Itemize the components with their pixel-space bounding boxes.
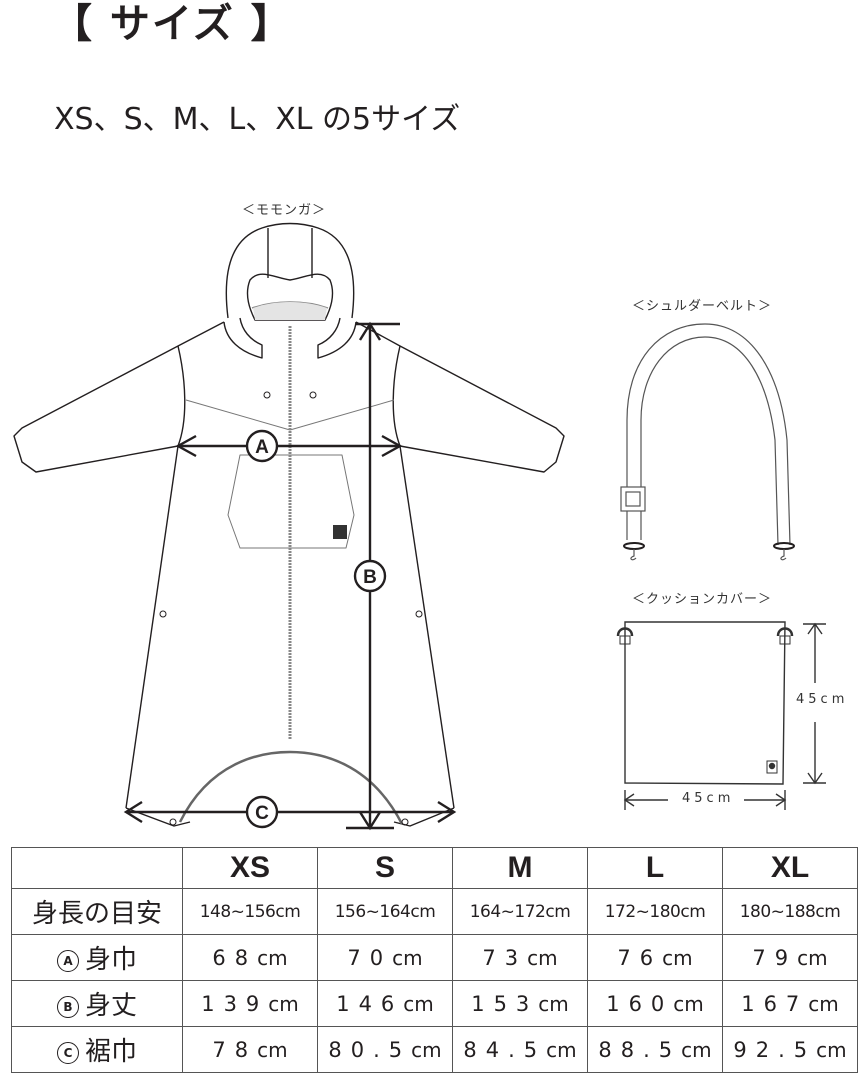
marker-a-icon: A	[56, 949, 79, 972]
dimension-a-arrow	[175, 434, 403, 458]
row-label-height-guide: 身長の目安	[11, 888, 183, 935]
table-cell: 79cm	[722, 934, 858, 981]
marker-b-icon: B	[353, 559, 387, 593]
table-header-row: XS S M L XL	[11, 847, 858, 889]
table-cell: 164~172cm	[452, 888, 588, 935]
shoulder-belt-label: ＜シュルダーベルト＞	[632, 299, 773, 314]
table-cell: 92.5cm	[722, 1026, 858, 1073]
marker-c-icon: C	[56, 1041, 79, 1064]
table-cell: 146cm	[317, 980, 453, 1027]
size-table: XS S M L XL 身長の目安 148~156cm 156~164cm 16…	[11, 847, 858, 1073]
table-cell: 139cm	[182, 980, 318, 1027]
svg-text:A: A	[255, 437, 269, 458]
table-header-s: S	[317, 847, 453, 889]
marker-c-icon: C	[245, 795, 279, 829]
cushion-cover-label: ＜クッションカバー＞	[632, 592, 773, 607]
table-cell: 68cm	[182, 934, 318, 981]
page-title: 【 サイズ 】	[52, 1, 293, 47]
table-cell: 153cm	[452, 980, 588, 1027]
table-cell: 88.5cm	[587, 1026, 723, 1073]
table-cell: 156~164cm	[317, 888, 453, 935]
table-header-blank	[11, 847, 183, 889]
cushion-dimension-arrows	[623, 622, 826, 810]
table-header-xs: XS	[182, 847, 318, 889]
table-cell: 70cm	[317, 934, 453, 981]
table-cell: 180~188cm	[722, 888, 858, 935]
dimension-c-arrow	[123, 800, 457, 824]
svg-text:B: B	[363, 567, 377, 588]
table-row: 身長の目安 148~156cm 156~164cm 164~172cm 172~…	[11, 888, 858, 935]
table-cell: 172~180cm	[587, 888, 723, 935]
table-cell: 167cm	[722, 980, 858, 1027]
table-cell: 80.5cm	[317, 1026, 453, 1073]
shoulder-belt-drawing	[620, 323, 795, 561]
table-cell: 73cm	[452, 934, 588, 981]
marker-b-icon: B	[56, 995, 79, 1018]
table-header-m: M	[452, 847, 588, 889]
table-cell: 84.5cm	[452, 1026, 588, 1073]
size-summary: XS、S、M、L、XL の5サイズ	[54, 102, 461, 137]
garment-label: ＜モモンガ＞	[242, 203, 327, 218]
cushion-height-dimension: 45cm	[796, 692, 849, 707]
table-cell: 148~156cm	[182, 888, 318, 935]
svg-text:C: C	[255, 803, 269, 824]
table-header-xl: XL	[722, 847, 858, 889]
table-cell: 160cm	[587, 980, 723, 1027]
logo-patch-icon	[333, 525, 347, 539]
cushion-cover-drawing	[616, 621, 794, 785]
table-cell: 78cm	[182, 1026, 318, 1073]
table-cell: 76cm	[587, 934, 723, 981]
garment-diagram: A B C	[13, 222, 826, 831]
table-header-l: L	[587, 847, 723, 889]
cushion-width-dimension: 45cm	[682, 791, 735, 806]
marker-a-icon: A	[245, 429, 279, 463]
hood-outline	[225, 222, 355, 319]
